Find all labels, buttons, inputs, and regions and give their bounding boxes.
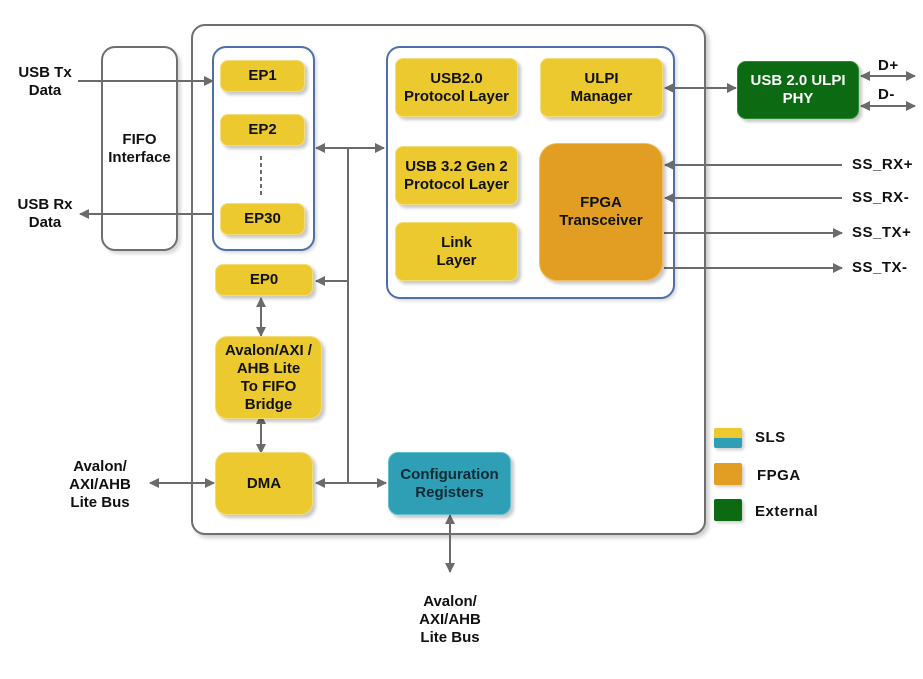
ep0-block: EP0 bbox=[215, 264, 313, 296]
legend-external-label: External bbox=[755, 503, 819, 520]
ep1-label: EP1 bbox=[248, 67, 277, 84]
d-plus-label: D+ bbox=[878, 57, 899, 74]
link-layer-label: Link Layer bbox=[436, 233, 477, 269]
ulpi-manager-block: ULPI Manager bbox=[540, 58, 663, 117]
legend-sls-teal bbox=[714, 438, 742, 448]
legend-sls-swatch bbox=[714, 428, 742, 448]
dma-label: DMA bbox=[246, 474, 282, 492]
ep2-block: EP2 bbox=[220, 114, 305, 146]
bridge-label: Avalon/AXI / AHB Lite To FIFO Bridge bbox=[225, 341, 312, 413]
fpga-transceiver-label: FPGA Transceiver bbox=[559, 194, 643, 229]
legend-external-swatch bbox=[714, 499, 742, 521]
usb32-protocol-label: USB 3.2 Gen 2 Protocol Layer bbox=[403, 157, 510, 193]
ep1-block: EP1 bbox=[220, 60, 305, 92]
usb2-protocol-block: USB2.0 Protocol Layer bbox=[395, 58, 518, 117]
left-bus-label: Avalon/ AXI/AHB Lite Bus bbox=[69, 458, 131, 511]
usb32-protocol-block: USB 3.2 Gen 2 Protocol Layer bbox=[395, 146, 518, 205]
config-registers-label: Configuration Registers bbox=[400, 465, 499, 501]
ss-rx-minus-label: SS_RX- bbox=[852, 189, 910, 206]
ulpi-phy-block: USB 2.0 ULPI PHY bbox=[737, 61, 859, 119]
bridge-block: Avalon/AXI / AHB Lite To FIFO Bridge bbox=[215, 336, 322, 419]
ep30-block: EP30 bbox=[220, 203, 305, 235]
link-layer-block: Link Layer bbox=[395, 222, 518, 281]
legend-fpga-label: FPGA bbox=[757, 467, 801, 484]
ss-rx-plus-label: SS_RX+ bbox=[852, 156, 913, 173]
bottom-bus-label: Avalon/ AXI/AHB Lite Bus bbox=[419, 593, 481, 646]
ep30-label: EP30 bbox=[244, 210, 281, 227]
dma-block: DMA bbox=[215, 452, 313, 515]
usb2-protocol-label: USB2.0 Protocol Layer bbox=[403, 69, 510, 105]
fifo-interface-label: FIFO Interface bbox=[108, 130, 171, 166]
usb-rx-data-label: USB Rx Data bbox=[17, 196, 73, 231]
ulpi-phy-label: USB 2.0 ULPI PHY bbox=[750, 72, 846, 107]
config-registers-block: Configuration Registers bbox=[388, 452, 511, 515]
legend-fpga-swatch bbox=[714, 463, 742, 485]
fpga-transceiver-block: FPGA Transceiver bbox=[539, 143, 663, 281]
d-minus-label: D- bbox=[878, 86, 895, 103]
legend-sls-yellow bbox=[714, 428, 742, 438]
ep0-label: EP0 bbox=[249, 271, 279, 288]
usb-tx-data-label: USB Tx Data bbox=[18, 64, 72, 99]
legend-sls-label: SLS bbox=[755, 429, 786, 446]
ss-tx-minus-label: SS_TX- bbox=[852, 259, 908, 276]
ulpi-manager-label: ULPI Manager bbox=[570, 69, 633, 105]
ep2-label: EP2 bbox=[248, 121, 277, 138]
ss-tx-plus-label: SS_TX+ bbox=[852, 224, 912, 241]
